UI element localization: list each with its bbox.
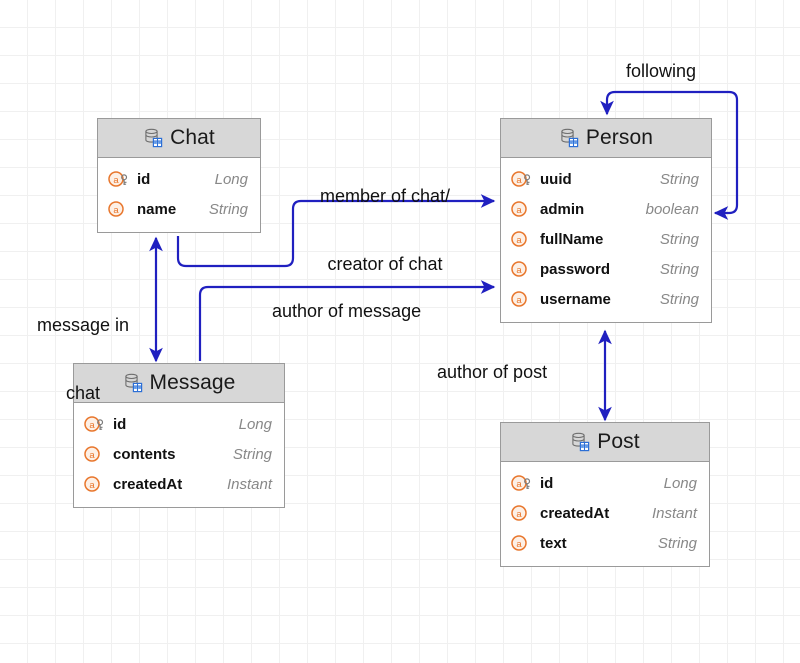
svg-text:a: a [516, 175, 522, 186]
database-table-icon [123, 373, 143, 393]
svg-text:a: a [516, 205, 522, 216]
attribute-row[interactable]: a id Long [108, 164, 248, 194]
attribute-name: createdAt [540, 504, 610, 522]
edge-label-author-of-post: author of post [437, 362, 548, 382]
edge-label-message-in-chat: message in chat [18, 269, 148, 450]
entity-chat-header[interactable]: Chat [98, 119, 260, 158]
attribute-name: username [540, 290, 611, 308]
svg-text:a: a [516, 509, 522, 520]
attribute-row[interactable]: a createdAt Instant [511, 498, 697, 528]
attribute-icon: a [108, 200, 130, 218]
attribute-row[interactable]: a admin boolean [511, 194, 699, 224]
svg-text:a: a [516, 539, 522, 550]
attribute-type: String [659, 230, 699, 248]
svg-text:a: a [516, 235, 522, 246]
edge-label-member-of-chat-line1: member of chat/ [319, 186, 451, 207]
primary-key-attribute-icon: a [108, 170, 130, 188]
attribute-icon: a [511, 534, 533, 552]
entity-chat-title: Chat [170, 126, 215, 149]
attribute-icon: a [84, 445, 106, 463]
svg-text:a: a [113, 205, 119, 216]
attribute-row[interactable]: a password String [511, 254, 699, 284]
attribute-name: admin [540, 200, 585, 218]
edge-member-of-chat [176, 194, 496, 268]
attribute-name: id [137, 170, 151, 188]
attribute-type: String [659, 260, 699, 278]
attribute-name: id [113, 415, 127, 433]
attribute-name: name [137, 200, 177, 218]
attribute-name: contents [113, 445, 176, 463]
attribute-icon: a [511, 230, 533, 248]
edge-label-member-of-chat-line2: creator of chat [327, 254, 443, 275]
svg-text:a: a [89, 480, 95, 491]
svg-text:a: a [89, 420, 95, 431]
entity-message-attributes: a id Long a contents String [74, 403, 284, 507]
attribute-name: text [540, 534, 567, 552]
attribute-name: createdAt [113, 475, 183, 493]
database-table-icon [559, 128, 579, 148]
svg-text:a: a [113, 175, 119, 186]
entity-post-title: Post [597, 430, 640, 453]
attribute-row[interactable]: a id Long [511, 468, 697, 498]
attribute-row[interactable]: a id Long [84, 409, 272, 439]
primary-key-attribute-icon: a [84, 415, 106, 433]
attribute-icon: a [511, 260, 533, 278]
attribute-name: id [540, 474, 554, 492]
attribute-type: String [208, 200, 248, 218]
attribute-type: Instant [651, 504, 697, 522]
attribute-type: Long [214, 170, 248, 188]
entity-message[interactable]: Message a id Long [73, 363, 285, 508]
attribute-type: String [657, 534, 697, 552]
entity-post-header[interactable]: Post [501, 423, 709, 462]
edge-following [600, 90, 739, 220]
attribute-type: boolean [645, 200, 699, 218]
entity-message-header[interactable]: Message [74, 364, 284, 403]
entity-post[interactable]: Post a id Long [500, 422, 710, 567]
attribute-type: Instant [226, 475, 272, 493]
attribute-type: String [659, 290, 699, 308]
attribute-icon: a [511, 290, 533, 308]
attribute-row[interactable]: a text String [511, 528, 697, 558]
edge-label-author-of-message: author of message [272, 301, 422, 321]
attribute-row[interactable]: a createdAt Instant [84, 469, 272, 499]
entity-person[interactable]: Person a uuid String [500, 118, 712, 323]
attribute-icon: a [511, 200, 533, 218]
edge-label-message-in-chat-line1: message in [36, 315, 130, 336]
attribute-row[interactable]: a username String [511, 284, 699, 314]
edge-label-member-of-chat: member of chat/ creator of chat [295, 140, 475, 321]
edge-label-following: following [626, 61, 697, 81]
attribute-type: String [659, 170, 699, 188]
attribute-row[interactable]: a uuid String [511, 164, 699, 194]
svg-text:a: a [516, 265, 522, 276]
edge-author-of-message [198, 280, 496, 361]
entity-person-attributes: a uuid String a admin boolean [501, 158, 711, 322]
database-table-icon [143, 128, 163, 148]
entity-post-attributes: a id Long a createdAt Instant [501, 462, 709, 566]
attribute-row[interactable]: a contents String [84, 439, 272, 469]
attribute-row[interactable]: a fullName String [511, 224, 699, 254]
attribute-type: Long [238, 415, 272, 433]
primary-key-attribute-icon: a [511, 474, 533, 492]
attribute-name: uuid [540, 170, 572, 188]
svg-text:a: a [516, 479, 522, 490]
attribute-row[interactable]: a name String [108, 194, 248, 224]
entity-person-header[interactable]: Person [501, 119, 711, 158]
database-table-icon [570, 432, 590, 452]
attribute-type: Long [663, 474, 697, 492]
primary-key-attribute-icon: a [511, 170, 533, 188]
entity-message-title: Message [149, 371, 236, 394]
attribute-name: fullName [540, 230, 604, 248]
edge-label-message-in-chat-line2: chat [65, 383, 101, 404]
entity-person-title: Person [585, 126, 654, 149]
svg-text:a: a [89, 450, 95, 461]
attribute-type: String [232, 445, 272, 463]
attribute-icon: a [84, 475, 106, 493]
attribute-icon: a [511, 504, 533, 522]
entity-chat[interactable]: Chat a id Long [97, 118, 261, 233]
svg-text:a: a [516, 295, 522, 306]
entity-chat-attributes: a id Long a name String [98, 158, 260, 232]
attribute-name: password [540, 260, 611, 278]
